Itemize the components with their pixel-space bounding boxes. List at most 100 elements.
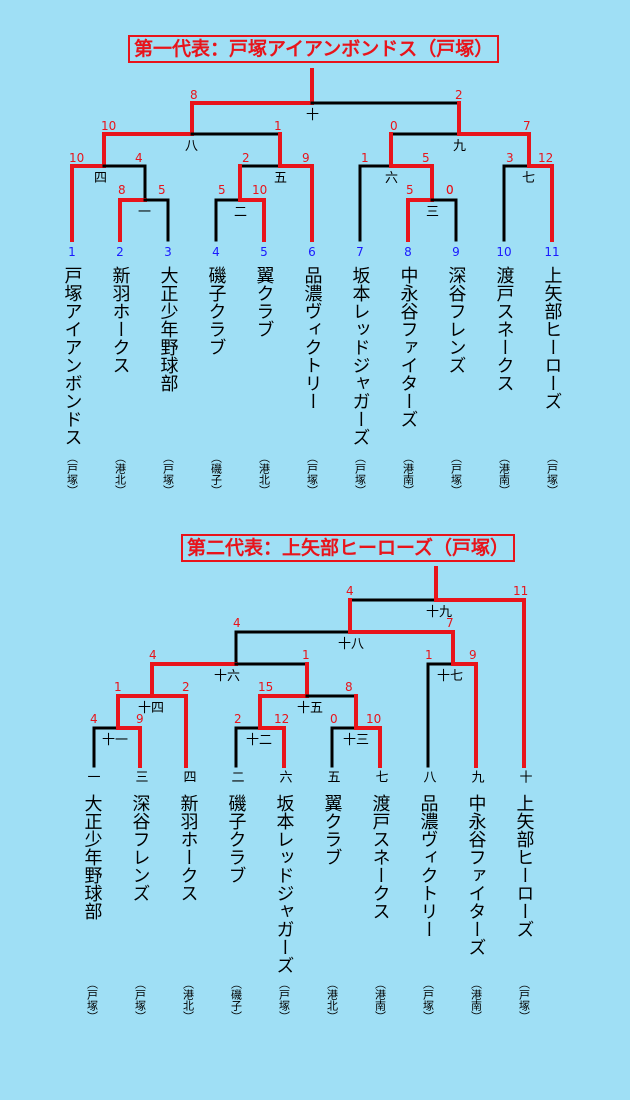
team-name: 翼クラブ bbox=[254, 266, 275, 338]
team-district: （戸塚） bbox=[546, 452, 559, 496]
team-name: 磯子クラブ bbox=[226, 794, 247, 884]
score: 12 bbox=[538, 151, 553, 165]
team-district: （戸塚） bbox=[86, 978, 99, 1022]
seed-number: 6 bbox=[308, 245, 316, 259]
score: 9 bbox=[302, 151, 310, 165]
seed-number: 7 bbox=[356, 245, 364, 259]
team-district: （港南） bbox=[470, 978, 483, 1022]
match-number: 五 bbox=[274, 171, 287, 186]
score: 15 bbox=[258, 680, 273, 694]
score: 4 bbox=[149, 648, 157, 662]
score: 7 bbox=[523, 119, 531, 133]
score: 0 bbox=[390, 119, 398, 133]
team-name: 新羽ホークス bbox=[178, 794, 199, 902]
score: 1 bbox=[302, 648, 310, 662]
score: 3 bbox=[506, 151, 514, 165]
score: 10 bbox=[366, 712, 381, 726]
seed-number: 九 bbox=[469, 770, 485, 784]
score: 8 bbox=[118, 183, 126, 197]
match-number: 三 bbox=[426, 205, 439, 220]
seed-number: 5 bbox=[260, 245, 268, 259]
score: 2 bbox=[234, 712, 242, 726]
score: 0 bbox=[446, 183, 454, 197]
score: 0 bbox=[330, 712, 338, 726]
match-number: 十五 bbox=[297, 701, 323, 716]
seed-number: 五 bbox=[325, 770, 341, 783]
bracket2-title: 第二代表：上矢部ヒーローズ（戸塚） bbox=[181, 534, 516, 562]
bracket2-lines bbox=[92, 566, 526, 768]
team-district: （港北） bbox=[182, 978, 195, 1022]
seed-number: 六 bbox=[277, 770, 293, 783]
seed-number: 1 bbox=[68, 245, 76, 259]
team-name: 磯子クラブ bbox=[206, 266, 227, 356]
seed-number: 四 bbox=[181, 770, 196, 783]
score: 1 bbox=[361, 151, 369, 165]
score: 4 bbox=[346, 584, 354, 598]
team-name: 品濃ヴィクトリー bbox=[302, 266, 323, 410]
team-name: 上矢部ヒーローズ bbox=[514, 794, 535, 938]
score: 8 bbox=[190, 88, 198, 102]
score: 5 bbox=[422, 151, 430, 165]
team-district: （港北） bbox=[326, 978, 339, 1022]
match-number: 十二 bbox=[246, 733, 272, 748]
team-district: （港北） bbox=[258, 452, 271, 496]
match-number: 七 bbox=[522, 171, 535, 186]
team-district: （戸塚） bbox=[306, 452, 319, 496]
bracket2-match-numbers: 十九 十八 十七 十六 十五 十四 十三 十二 十一 bbox=[102, 605, 463, 748]
match-number: 二 bbox=[234, 205, 247, 220]
score: 0 bbox=[446, 183, 454, 197]
match-number: 十七 bbox=[437, 669, 463, 684]
score: 4 bbox=[135, 151, 143, 165]
bracket2-scores: 4 11 4 7 4 1 1 9 1 2 15 8 4 9 2 12 0 10 bbox=[90, 584, 528, 726]
match-number: 四 bbox=[94, 171, 107, 186]
score: 9 bbox=[469, 648, 477, 662]
bracket1-lines bbox=[70, 68, 554, 242]
team-name: 翼クラブ bbox=[322, 794, 343, 866]
team-name: 新羽ホークス bbox=[110, 266, 131, 374]
match-number: 十九 bbox=[426, 605, 452, 620]
score: 1 bbox=[114, 680, 122, 694]
match-number: 九 bbox=[453, 139, 466, 154]
score: 7 bbox=[446, 616, 454, 630]
match-number: 十 bbox=[306, 108, 319, 123]
seed-number: 八 bbox=[421, 770, 437, 783]
team-name: 坂本レッドジャガーズ bbox=[350, 266, 371, 446]
team-district: （戸塚） bbox=[66, 452, 79, 496]
seed-number: 10 bbox=[496, 245, 511, 259]
match-number: 十四 bbox=[138, 701, 164, 716]
team-name: 中永谷ファイターズ bbox=[466, 794, 487, 956]
seed-number: 一 bbox=[85, 770, 101, 783]
score: 8 bbox=[345, 680, 353, 694]
seed-number: 4 bbox=[212, 245, 220, 259]
team-name: 大正少年野球部 bbox=[82, 794, 103, 920]
seed-number: 2 bbox=[116, 245, 124, 259]
team-district: （戸塚） bbox=[278, 978, 291, 1022]
score: 5 bbox=[158, 183, 166, 197]
score: 1 bbox=[425, 648, 433, 662]
match-number: 一 bbox=[138, 205, 151, 220]
team-district: （港北） bbox=[114, 452, 127, 496]
bracket1-scores: 8 2 10 1 0 7 10 4 2 9 1 5 0 3 12 8 5 5 1… bbox=[69, 88, 553, 197]
match-number: 十一 bbox=[102, 733, 128, 748]
team-district: （港南） bbox=[498, 452, 511, 496]
match-number: 十三 bbox=[343, 733, 369, 748]
team-district: （港南） bbox=[374, 978, 387, 1022]
match-number: 十六 bbox=[214, 669, 240, 684]
score: 11 bbox=[513, 584, 528, 598]
score: 5 bbox=[406, 183, 414, 197]
seed-number: 二 bbox=[229, 770, 245, 783]
score: 4 bbox=[90, 712, 98, 726]
bracket1-title: 第一代表：戸塚アイアンボンドス（戸塚） bbox=[128, 35, 500, 63]
score: 10 bbox=[101, 119, 116, 133]
seed-number: 11 bbox=[544, 245, 559, 259]
team-name: 深谷フレンズ bbox=[130, 794, 151, 902]
seed-number: 9 bbox=[452, 245, 460, 259]
team-name: 渡戸スネークス bbox=[370, 794, 391, 920]
bracket1-teams: 1 2 3 4 5 6 7 8 9 10 11 戸塚アイアンボンドス 新羽ホーク… bbox=[62, 245, 563, 496]
bracket2-teams: 一 三 四 二 六 五 七 八 九 十 大正少年野球部 深谷フレンズ 新羽ホーク… bbox=[82, 770, 535, 1022]
score: 5 bbox=[218, 183, 226, 197]
team-district: （戸塚） bbox=[134, 978, 147, 1022]
team-district: （戸塚） bbox=[518, 978, 531, 1022]
seed-number: 十 bbox=[517, 770, 533, 783]
team-name: 戸塚アイアンボンドス bbox=[62, 266, 83, 446]
